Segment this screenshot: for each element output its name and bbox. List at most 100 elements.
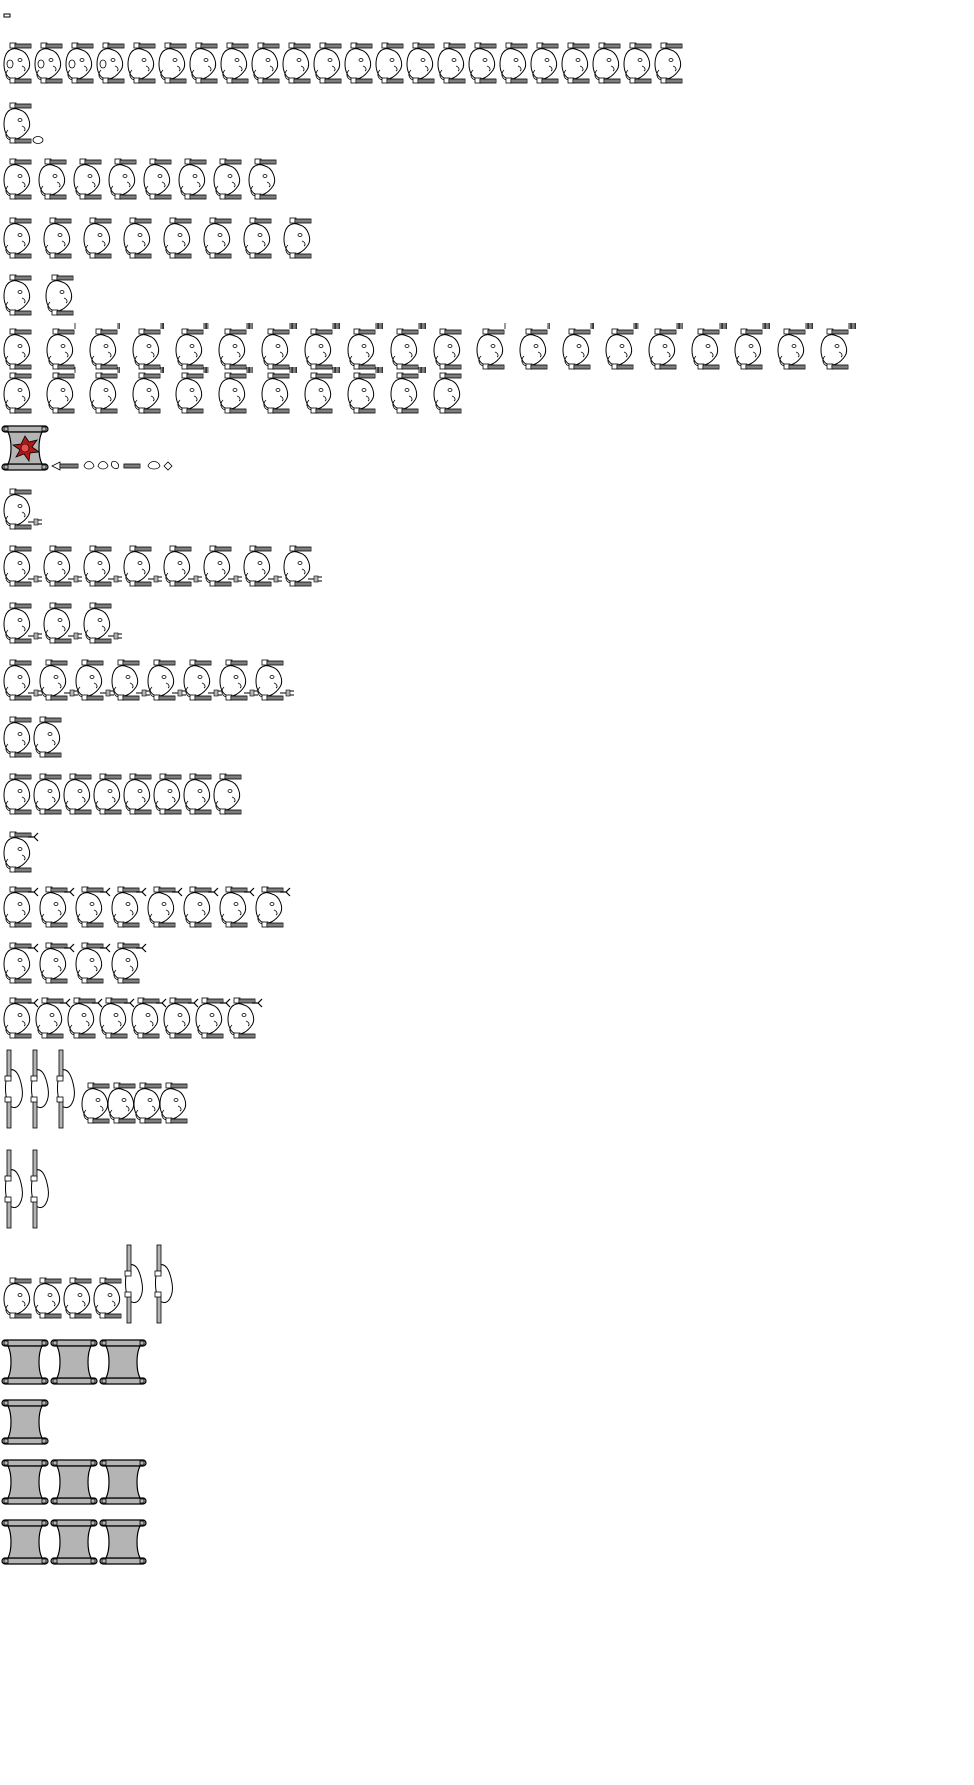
- mouse-fork-sprite: [195, 997, 231, 1039]
- mouse-turn-sprite: [189, 42, 218, 84]
- mouse-sprite: [3, 716, 32, 758]
- tread-sprite: [1, 1339, 49, 1385]
- mouse-claw-sprite: [43, 602, 82, 644]
- mouse-turn-sprite: [561, 42, 590, 84]
- mouse-sprite: [123, 773, 152, 815]
- mouse-claw-sprite: [123, 545, 162, 587]
- tread-sprite: [1, 1519, 49, 1565]
- mouse-charge-sprite: [347, 323, 383, 370]
- marker-sprite: [3, 13, 11, 18]
- mouse-claw-sprite: [219, 659, 258, 701]
- mouse-charge-sprite: [218, 323, 253, 370]
- mouse-fork-sprite: [147, 886, 183, 928]
- mouse-turn-sprite: [65, 42, 94, 84]
- mouse-fork-sprite: [99, 997, 135, 1039]
- mouse-fork-sprite: [227, 997, 263, 1039]
- mouse-charge-sprite: [46, 367, 76, 414]
- mouse-claw-sprite: [255, 659, 294, 701]
- mouse-claw-sprite: [39, 659, 78, 701]
- mouse-charge-sprite: [820, 323, 856, 370]
- tread-sprite: [50, 1339, 98, 1385]
- mouse-charge-sprite: [304, 367, 340, 414]
- mouse-fork-sprite: [67, 997, 103, 1039]
- mouse-claw-sprite: [3, 488, 42, 530]
- mouse-sprite: [123, 217, 152, 259]
- mouse-rise-sprite: [124, 1244, 143, 1324]
- mouse-claw-sprite: [75, 659, 114, 701]
- mouse-fork-sprite: [3, 942, 39, 984]
- mouse-rise-sprite: [33, 1277, 62, 1319]
- mouse-charge-sprite: [777, 323, 813, 370]
- mouse-claw-sprite: [243, 545, 282, 587]
- mouse-fork-sprite: [3, 997, 39, 1039]
- mouse-charge-sprite: [175, 323, 209, 370]
- mouse-turn-sprite: [3, 42, 32, 84]
- mouse-rise-sprite: [30, 1049, 49, 1129]
- mouse-sprite: [153, 773, 182, 815]
- mouse-vertical-sprite: [30, 1149, 49, 1229]
- mouse-claw-sprite: [183, 659, 222, 701]
- mouse-fork-sprite: [131, 997, 167, 1039]
- mouse-charge-sprite: [433, 372, 462, 414]
- mouse-fork-sprite: [255, 886, 291, 928]
- mouse-claw-sprite: [3, 659, 42, 701]
- mouse-charge-sprite: [218, 367, 253, 414]
- mouse-claw-sprite: [111, 659, 150, 701]
- mouse-charge-sprite: [304, 323, 340, 370]
- tread-sprite: [1, 1459, 49, 1505]
- mouse-rise-sprite: [159, 1082, 188, 1124]
- mouse-charge-sprite: [691, 323, 727, 370]
- mouse-fork-sprite: [3, 831, 39, 873]
- mouse-turn-sprite: [654, 42, 683, 84]
- mouse-charge-sprite: [46, 323, 76, 370]
- mouse-rise-sprite: [133, 1082, 162, 1124]
- mouse-charge-sprite: [132, 323, 164, 370]
- mouse-charge-sprite: [132, 367, 164, 414]
- tread-sprite: [50, 1519, 98, 1565]
- mouse-charge-sprite: [347, 367, 383, 414]
- mouse-charge-sprite: [519, 323, 550, 370]
- mouse-rise-sprite: [4, 1049, 23, 1129]
- mouse-rise-sprite: [107, 1082, 136, 1124]
- mouse-charge-sprite: [390, 367, 426, 414]
- mouse-rise-sprite: [3, 1277, 32, 1319]
- mouse-sprite: [243, 217, 272, 259]
- mouse-sprite: [143, 158, 172, 200]
- mouse-charge-sprite: [390, 323, 426, 370]
- mouse-sprite: [3, 217, 32, 259]
- mouse-sprite: [83, 217, 112, 259]
- mouse-rise-sprite: [93, 1277, 122, 1319]
- mouse-turn-sprite: [623, 42, 652, 84]
- tread-sprite: [1, 1399, 49, 1445]
- mouse-turn-sprite: [96, 42, 125, 84]
- mouse-claw-sprite: [83, 545, 122, 587]
- mouse-charge-sprite: [175, 367, 209, 414]
- mouse-charge-sprite: [476, 323, 506, 370]
- tread-sprite: [99, 1459, 147, 1505]
- mouse-fork-sprite: [39, 886, 75, 928]
- mouse-sprite: [73, 158, 102, 200]
- mouse-charge-sprite: [3, 372, 32, 414]
- mouse-fork-sprite: [183, 886, 219, 928]
- mouse-turn-sprite: [34, 42, 63, 84]
- mouse-claw-sprite: [3, 602, 42, 644]
- mouse-turn-sprite: [437, 42, 466, 84]
- mouse-fork-sprite: [219, 886, 255, 928]
- mouse-charge-sprite: [605, 323, 639, 370]
- mouse-idle-ball-sprite: [3, 102, 44, 144]
- mouse-sprite: [33, 773, 62, 815]
- mouse-rise-sprite: [154, 1244, 173, 1324]
- mouse-turn-sprite: [499, 42, 528, 84]
- mouse-sprite: [108, 158, 137, 200]
- mouse-turn-sprite: [220, 42, 249, 84]
- mouse-turn-sprite: [158, 42, 187, 84]
- mouse-fork-sprite: [75, 942, 111, 984]
- mouse-fork-sprite: [163, 997, 199, 1039]
- mouse-charge-sprite: [648, 323, 683, 370]
- mouse-sprite: [3, 158, 32, 200]
- mouse-charge-sprite: [433, 328, 462, 370]
- mouse-sprite: [93, 773, 122, 815]
- mouse-charge-sprite: [89, 323, 120, 370]
- mouse-sprite: [45, 274, 74, 316]
